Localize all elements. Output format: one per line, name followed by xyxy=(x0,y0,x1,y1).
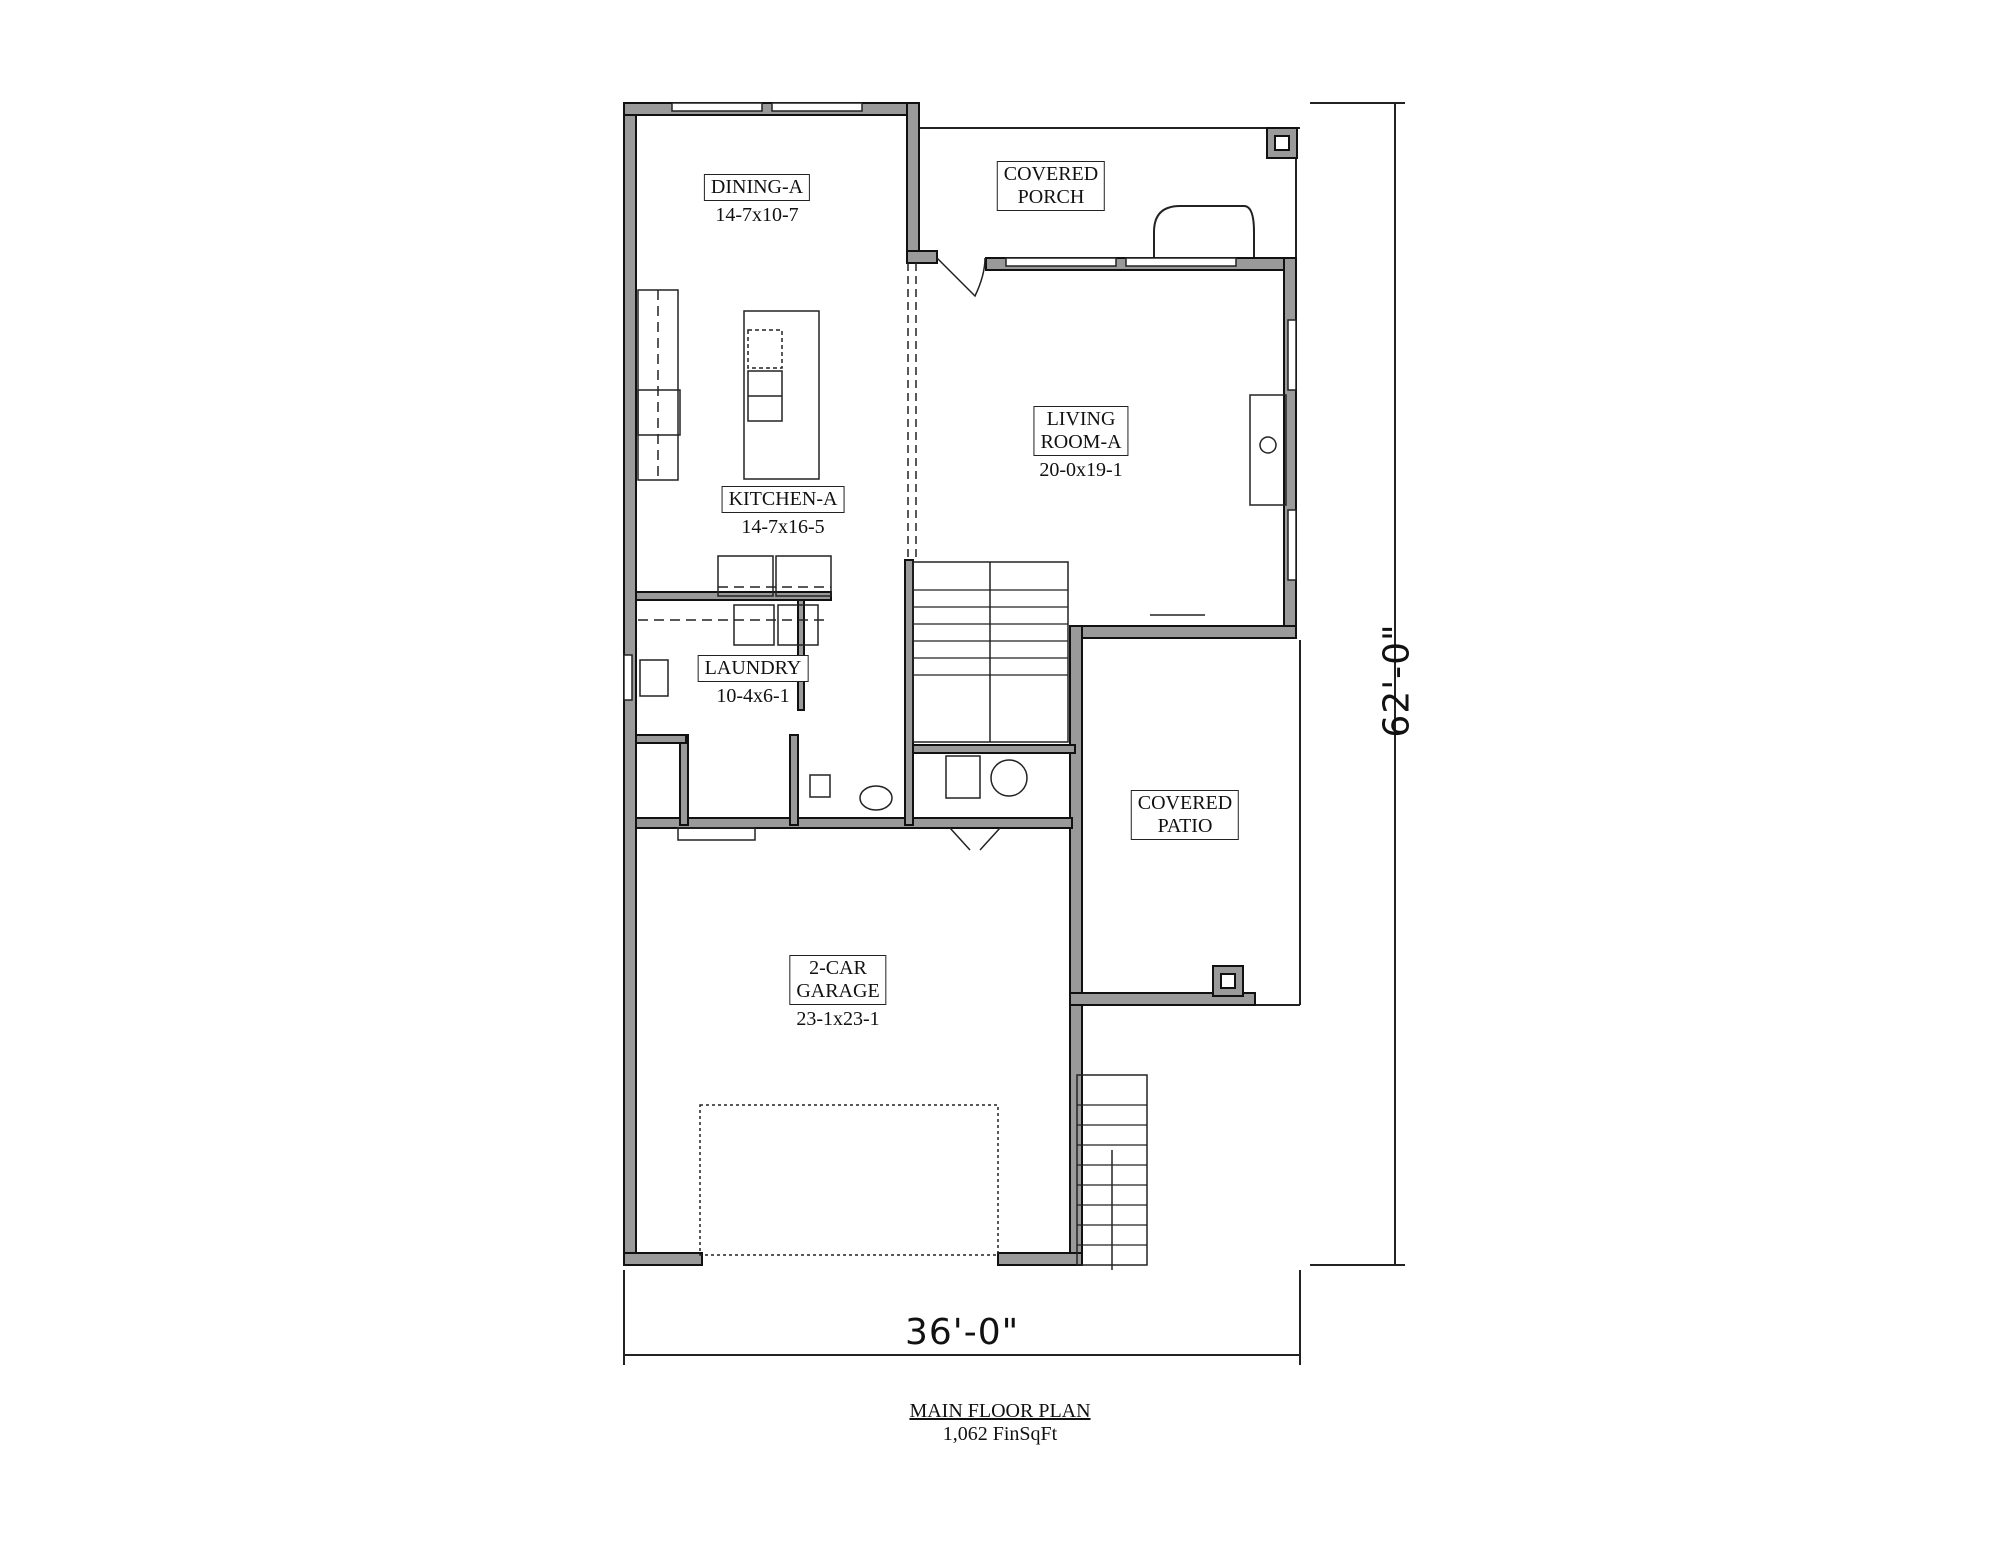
washer xyxy=(733,604,775,646)
room-label-covered-patio: COVERED PATIO xyxy=(1130,790,1240,840)
base-cabinet xyxy=(717,555,774,597)
room-name: LIVING ROOM-A xyxy=(1033,406,1129,456)
room-label-garage: 2-CAR GARAGE 23-1x23-1 xyxy=(789,955,887,1031)
mech-door xyxy=(949,827,1001,851)
laundry-sink xyxy=(639,659,669,697)
room-label-covered-porch: COVERED PORCH xyxy=(996,161,1106,211)
room-label-living-room: LIVING ROOM-A 20-0x19-1 xyxy=(1033,406,1129,482)
room-name: DINING-A xyxy=(703,174,811,201)
room-label-dining: DINING-A 14-7x10-7 xyxy=(703,174,811,227)
room-size: 14-7x10-7 xyxy=(715,204,799,226)
plan-title: MAIN FLOOR PLAN xyxy=(909,1400,1091,1422)
garage-door-swing xyxy=(699,1104,999,1256)
room-label-laundry: LAUNDRY 10-4x6-1 xyxy=(697,655,809,708)
windows xyxy=(623,102,1297,701)
dryer xyxy=(777,604,819,646)
water-heater xyxy=(945,755,981,799)
toilet xyxy=(809,774,831,798)
room-size: 14-7x16-5 xyxy=(741,516,825,538)
bath-sink xyxy=(859,785,893,811)
room-name: LAUNDRY xyxy=(697,655,809,682)
overall-width-dimension: 36'-0" xyxy=(905,1312,1020,1353)
front-door xyxy=(936,257,986,298)
room-name: COVERED PATIO xyxy=(1130,790,1240,840)
kitchen-island xyxy=(743,310,820,480)
plan-area: 1,062 FinSqFt xyxy=(942,1423,1058,1445)
room-size: 10-4x6-1 xyxy=(716,685,790,707)
fireplace xyxy=(1249,394,1287,506)
overall-depth-dimension: 62'-0" xyxy=(1376,623,1418,738)
room-size: 20-0x19-1 xyxy=(1039,459,1123,481)
room-name: COVERED PORCH xyxy=(996,161,1106,211)
porch-step xyxy=(1153,205,1255,262)
room-size: 23-1x23-1 xyxy=(796,1008,880,1030)
dishwasher xyxy=(747,329,783,369)
room-name: KITCHEN-A xyxy=(721,486,845,513)
column-cores xyxy=(1220,135,1290,989)
dimension-lines xyxy=(623,102,1405,1365)
furnace xyxy=(990,759,1028,797)
room-name: 2-CAR GARAGE xyxy=(789,955,887,1005)
range-cooktop xyxy=(637,389,681,436)
room-label-kitchen: KITCHEN-A 14-7x16-5 xyxy=(721,486,845,539)
title-block: MAIN FLOOR PLAN 1,062 FinSqFt xyxy=(909,1400,1090,1446)
